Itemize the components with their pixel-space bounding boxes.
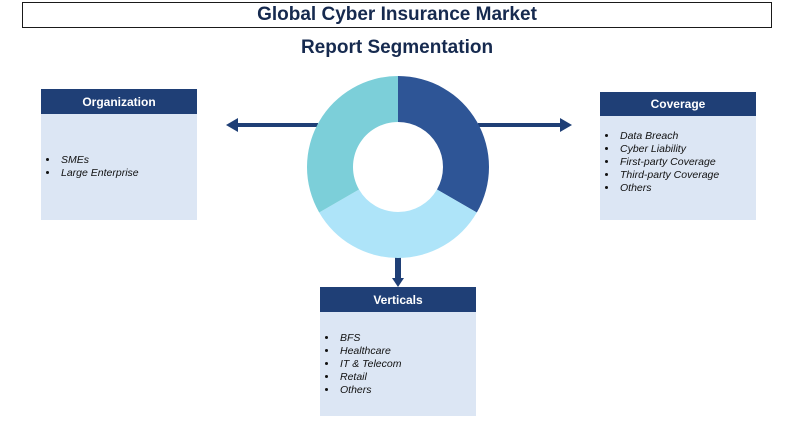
coverage-box: Data BreachCyber LiabilityFirst-party Co… <box>600 116 756 220</box>
list-item: Retail <box>338 371 476 384</box>
coverage-header: Coverage <box>600 92 756 116</box>
list-item: SMEs <box>59 154 197 167</box>
list-item: First-party Coverage <box>618 156 756 169</box>
organization-header: Organization <box>41 89 197 114</box>
organization-list: SMEsLarge Enterprise <box>43 154 197 180</box>
coverage-list: Data BreachCyber LiabilityFirst-party Co… <box>602 130 756 195</box>
arrow-left-head <box>226 118 238 132</box>
list-item: Healthcare <box>338 345 476 358</box>
page-subtitle: Report Segmentation <box>300 37 494 58</box>
list-item: Cyber Liability <box>618 143 756 156</box>
page-title: Global Cyber Insurance Market <box>22 2 772 28</box>
arrow-right-head <box>560 118 572 132</box>
arrow-down-head <box>392 278 404 287</box>
verticals-header: Verticals <box>320 287 476 312</box>
list-item: Others <box>338 384 476 397</box>
donut-segment-light <box>319 189 477 259</box>
organization-box: SMEsLarge Enterprise <box>41 114 197 220</box>
donut-segment-teal <box>307 76 398 213</box>
list-item: Others <box>618 182 756 195</box>
list-item: BFS <box>338 332 476 345</box>
list-item: IT & Telecom <box>338 358 476 371</box>
list-item: Third-party Coverage <box>618 169 756 182</box>
donut-segment-dark <box>398 76 489 213</box>
donut-chart <box>307 76 489 259</box>
list-item: Data Breach <box>618 130 756 143</box>
verticals-box: BFSHealthcareIT & TelecomRetailOthers <box>320 312 476 416</box>
verticals-list: BFSHealthcareIT & TelecomRetailOthers <box>322 332 476 397</box>
list-item: Large Enterprise <box>59 167 197 180</box>
